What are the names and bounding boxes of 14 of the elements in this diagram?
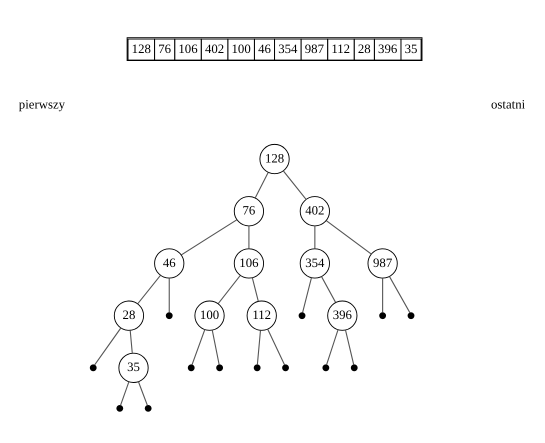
label: 106: [178, 41, 198, 56]
label: 28: [358, 41, 371, 56]
label: 76: [158, 41, 172, 56]
label: pierwszy: [18, 96, 66, 111]
label: ostatni: [491, 96, 526, 111]
label: 35: [404, 41, 418, 56]
label: 354: [278, 41, 298, 56]
label: 402: [204, 41, 224, 56]
label: 112: [331, 41, 350, 56]
label: 396: [378, 41, 398, 56]
label: 128: [132, 41, 151, 56]
label: 987: [304, 41, 324, 56]
label: 46: [258, 41, 271, 56]
label: 100: [232, 41, 251, 56]
